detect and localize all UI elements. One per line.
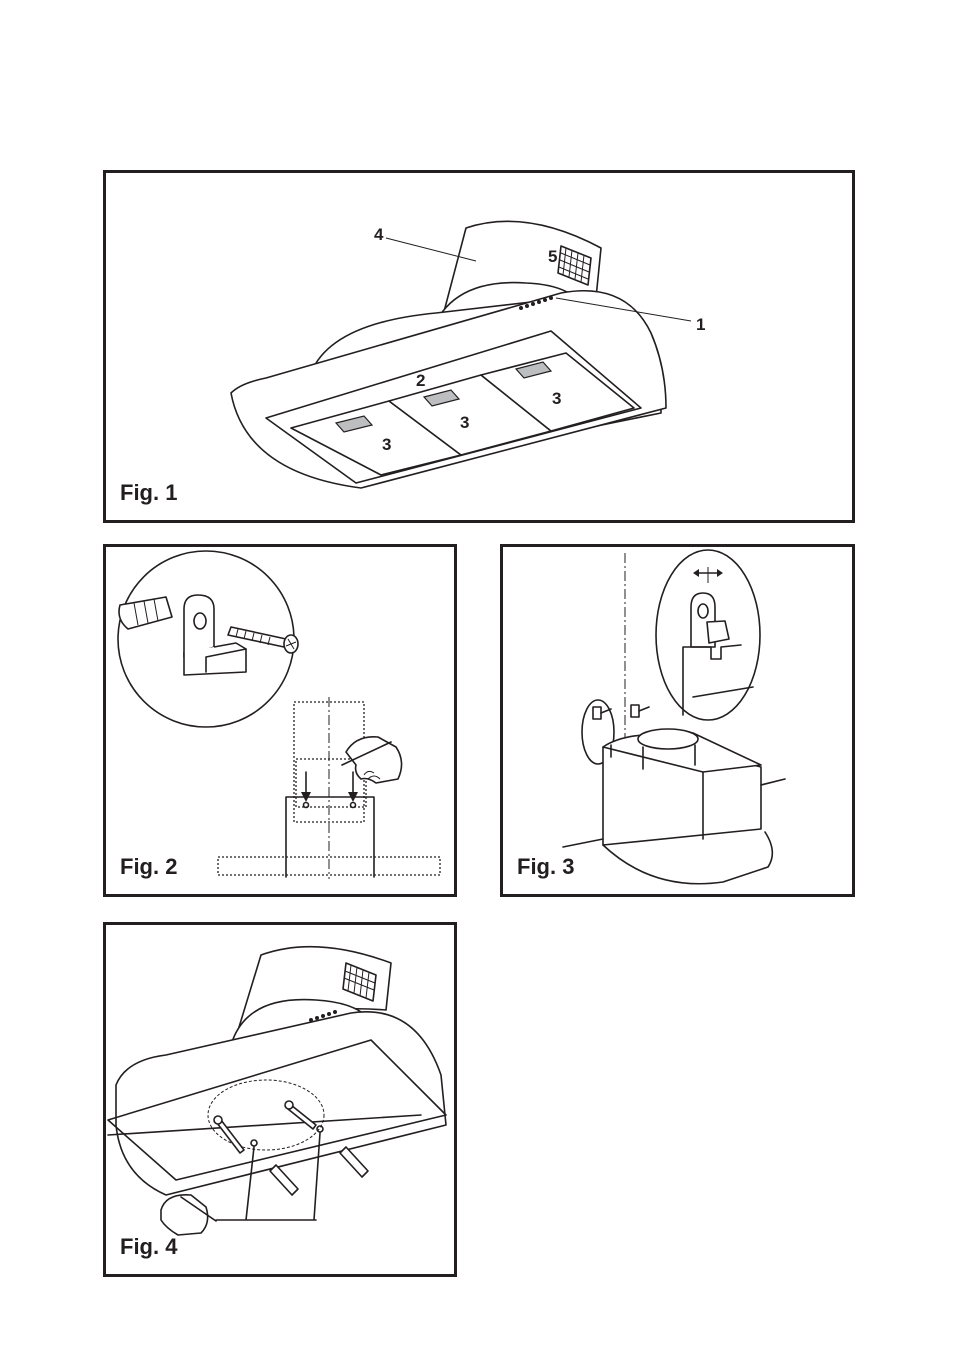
- callout-3-left: 3: [382, 435, 391, 455]
- figure-4-panel: Fig. 4: [103, 922, 457, 1277]
- figure-3-panel: Fig. 3: [500, 544, 855, 897]
- cooker-hood-overview-drawing: [106, 173, 852, 520]
- callout-3-middle: 3: [460, 413, 469, 433]
- figure-4-caption: Fig. 4: [120, 1234, 177, 1260]
- callout-2: 2: [416, 371, 425, 391]
- hand-with-pen-icon: [342, 737, 402, 783]
- bracket-mounting-drawing: [503, 547, 852, 894]
- callout-5: 5: [548, 247, 557, 267]
- figure-3-caption: Fig. 3: [517, 854, 574, 880]
- figure-2-caption: Fig. 2: [120, 854, 177, 880]
- wall-marking-drawing: [106, 547, 454, 894]
- callout-1: 1: [696, 315, 705, 335]
- hand-with-pen-icon: [161, 1195, 216, 1235]
- hood-fixing-drawing: [106, 925, 454, 1274]
- figure-1-panel: 4 5 1 2 3 3 3 Fig. 1: [103, 170, 855, 523]
- callout-3-right: 3: [552, 389, 561, 409]
- figure-2-panel: Fig. 2: [103, 544, 457, 897]
- bracket-detail-icon: [683, 593, 753, 715]
- callout-4: 4: [374, 225, 383, 245]
- figure-1-caption: Fig. 1: [120, 480, 177, 506]
